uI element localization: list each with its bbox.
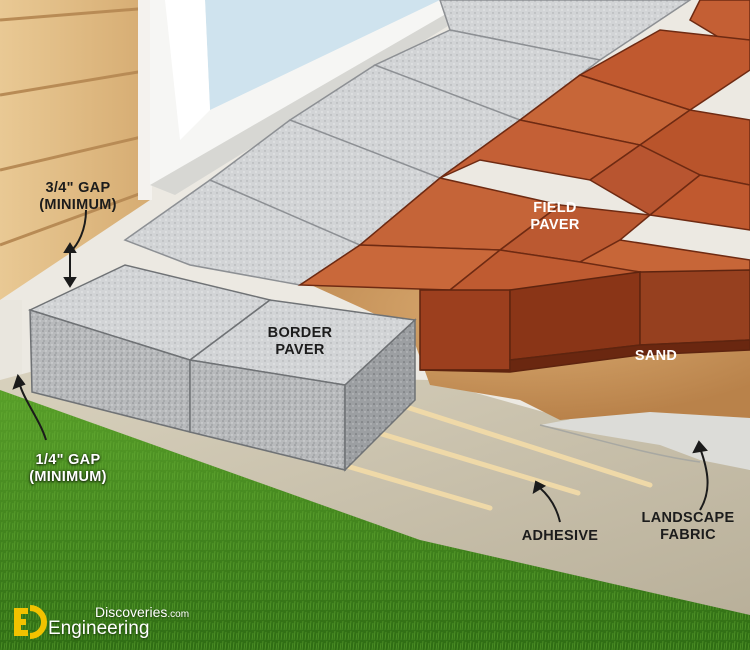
foundation-edge xyxy=(0,300,22,380)
landscape-fabric-label-line1: LANDSCAPE xyxy=(641,510,735,526)
watermark-line2: Engineering xyxy=(48,618,150,639)
field-paver-faces xyxy=(419,269,750,373)
bottom-gap-label-line1: 1/4" GAP xyxy=(35,452,101,468)
watermark-word1: Discoveries xyxy=(95,604,168,620)
adhesive-beads xyxy=(323,402,653,511)
sand-label: SAND xyxy=(596,348,716,365)
border-paver-label-line1: BORDER xyxy=(267,325,333,341)
top-gap-label-line2: (MINIMUM) xyxy=(39,197,117,213)
adhesive-label: ADHESIVE xyxy=(500,528,620,545)
watermark-line1: Discoveries.com xyxy=(95,604,189,620)
landscape-fabric-label: LANDSCAPE FABRIC xyxy=(628,510,748,544)
house-siding xyxy=(0,0,152,300)
top-gap-label: 3/4" GAP (MINIMUM) xyxy=(18,180,138,214)
border-pavers-back xyxy=(123,0,692,286)
border-paver-label: BORDER PAVER xyxy=(240,325,360,359)
field-paver-label-line1: FIELD xyxy=(533,200,577,216)
watermark-suffix: .com xyxy=(167,609,190,620)
border-paver-label-line2: PAVER xyxy=(275,342,325,358)
door-frame xyxy=(150,0,490,195)
watermark: Discoveries.com Engineering xyxy=(12,604,212,644)
landscape-fabric-label-line2: FABRIC xyxy=(660,527,716,543)
adhesive-label-text: ADHESIVE xyxy=(521,528,599,544)
leader-lines xyxy=(12,209,709,523)
top-gap-label-line1: 3/4" GAP xyxy=(45,180,111,196)
border-pavers-front xyxy=(27,264,417,472)
bottom-gap-label: 1/4" GAP (MINIMUM) xyxy=(8,452,128,486)
compacted-base xyxy=(0,372,750,615)
landscape-fabric xyxy=(540,410,750,470)
field-paver-label: FIELD PAVER xyxy=(495,200,615,234)
sand-label-text: SAND xyxy=(634,348,678,364)
brand-logo-icon xyxy=(14,605,47,639)
bottom-gap-label-line2: (MINIMUM) xyxy=(29,469,107,485)
field-paver-label-line2: PAVER xyxy=(530,217,580,233)
